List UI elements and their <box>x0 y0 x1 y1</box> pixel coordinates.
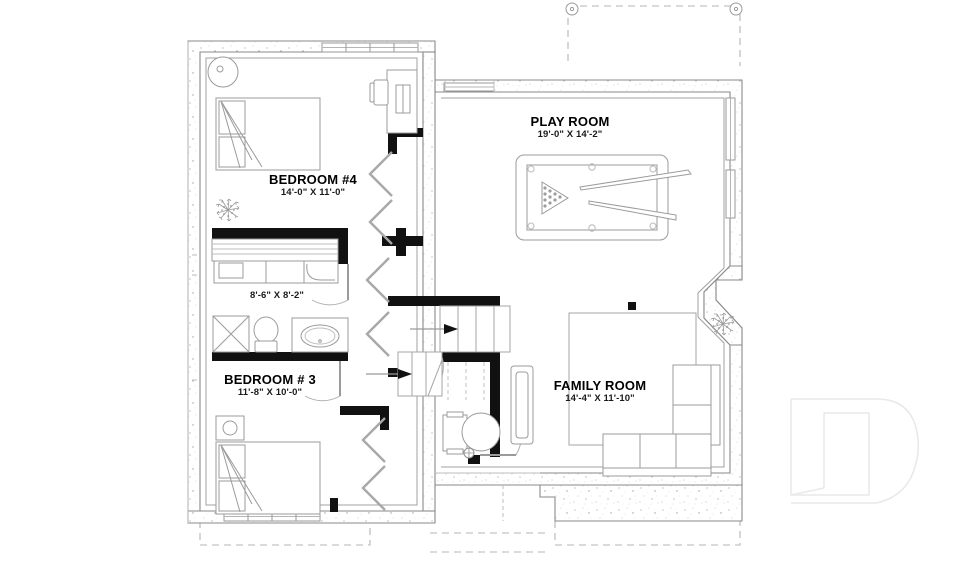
toilet <box>253 316 279 353</box>
desk-bedroom4 <box>386 69 418 134</box>
tv-wall-mount <box>628 302 636 310</box>
nightstand-lamp-bedroom3 <box>215 415 245 441</box>
pool-cue <box>579 169 692 221</box>
vanity-sink <box>291 317 349 353</box>
room-dimensions: 19'-0" X 14'-2" <box>537 129 603 140</box>
detail-lines <box>187 41 540 523</box>
logo-watermark <box>790 398 920 504</box>
room-dimensions: 11'-8" X 10'-0" <box>237 387 303 398</box>
support-column <box>565 2 743 16</box>
water-heater <box>510 365 534 445</box>
room-name: BEDROOM # 3 <box>224 372 316 387</box>
room-name: PLAY ROOM <box>530 114 610 129</box>
pool-table <box>515 154 669 241</box>
room-label-playroom: PLAY ROOM 19'-0" X 14'-2" <box>530 115 609 141</box>
bifold-closet-door <box>361 151 393 511</box>
central-bearing-wall <box>422 51 436 512</box>
wall-inner-face <box>205 57 725 506</box>
nightstand-lamp-bedroom4 <box>207 56 239 88</box>
window <box>223 42 736 522</box>
shower-stall <box>212 315 250 353</box>
stair-direction-arrow <box>366 324 458 379</box>
sectional-sofa <box>602 364 721 477</box>
desk-chair-bedroom4 <box>369 79 389 106</box>
floor-drain <box>463 447 475 459</box>
room-label-familyroom: FAMILY ROOM 14'-4" X 11'-10" <box>554 379 647 405</box>
bed-bedroom4 <box>215 97 321 171</box>
room-label-bedroom4: BEDROOM #4 14'-0" X 11'-0" <box>269 173 357 199</box>
room-dimensions: 14'-4" X 11'-10" <box>565 393 635 404</box>
ball-rack <box>541 181 569 215</box>
room-label-bedroom3: BEDROOM # 3 11'-8" X 10'-0" <box>224 373 316 399</box>
room-label-bathroom: 8'-6" X 8'-2" <box>250 290 304 302</box>
room-dimensions: 8'-6" X 8'-2" <box>250 290 304 301</box>
room-name: FAMILY ROOM <box>553 378 647 393</box>
room-dimensions: 14'-0" X 11'-0" <box>280 187 346 198</box>
closet-shelving <box>211 238 339 284</box>
dryer <box>461 412 501 452</box>
bedroom3-baseboard-outlet <box>330 498 338 512</box>
room-name: BEDROOM #4 <box>269 172 357 187</box>
bed-bedroom3 <box>215 441 321 515</box>
